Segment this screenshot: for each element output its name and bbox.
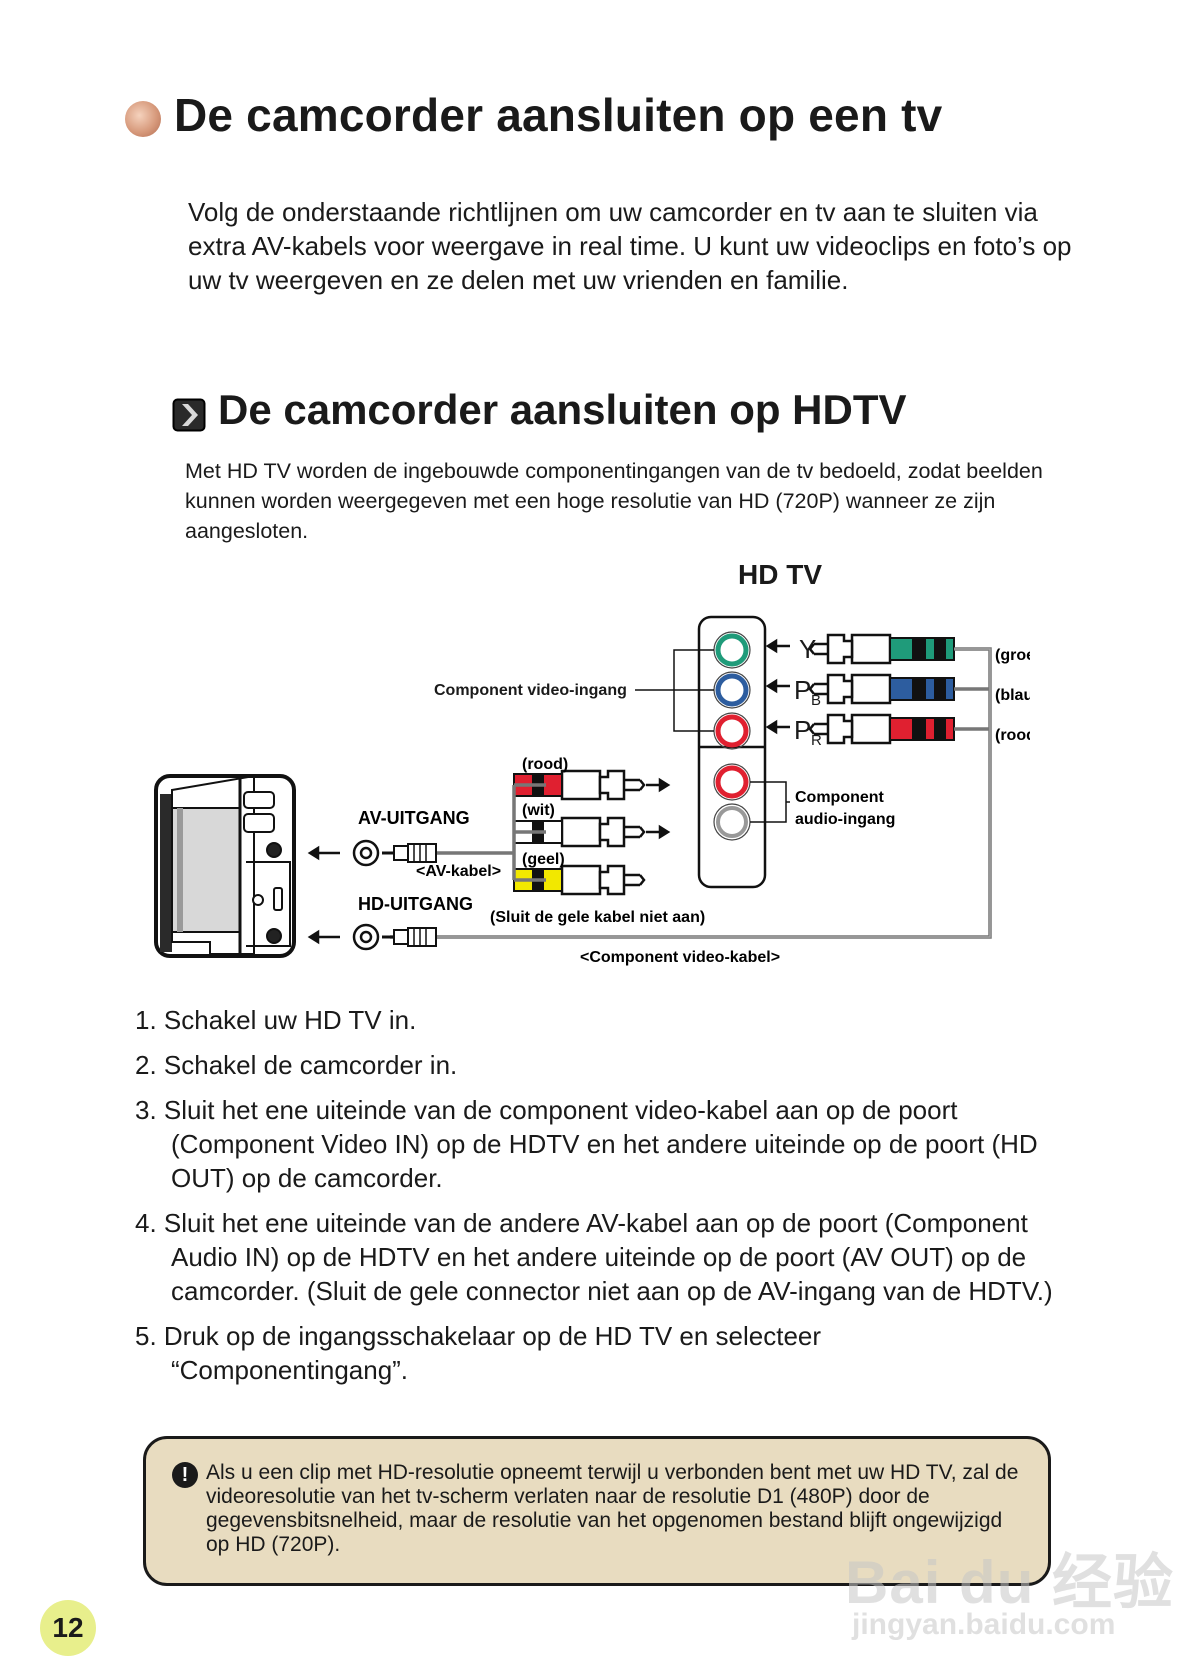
watermark-url: jingyan.baidu.com bbox=[852, 1608, 1116, 1641]
plug-blue bbox=[808, 673, 955, 705]
arrow-right-icon bbox=[646, 777, 671, 840]
component-cable-label: <Component video-kabel> bbox=[580, 949, 780, 966]
list-item: 2. Schakel de camcorder in. bbox=[135, 1050, 458, 1080]
note-box bbox=[143, 1436, 1051, 1586]
page-title: De camcorder aansluiten op een tv bbox=[174, 89, 943, 141]
yellow-label: (geel) bbox=[522, 851, 565, 868]
pb-subscript: B bbox=[811, 692, 821, 709]
list-item: 1. Schakel uw HD TV in. bbox=[135, 1005, 417, 1035]
red-label-right: (rood) bbox=[995, 727, 1030, 744]
component-audio-label-2: audio-ingang bbox=[795, 811, 895, 828]
list-item: 5. Druk op de ingangsschakelaar op de HD… bbox=[135, 1321, 822, 1385]
page-number: 12 bbox=[40, 1600, 96, 1656]
plug-green bbox=[808, 633, 955, 665]
port-audio-white bbox=[716, 806, 748, 838]
connection-diagram: HD TV Component video-ingang Component a… bbox=[154, 562, 1030, 966]
av-cable-label: <AV-kabel> bbox=[416, 863, 501, 880]
blue-label: (blauw) bbox=[995, 687, 1030, 704]
pb-label: P bbox=[794, 675, 811, 705]
exclamation-icon: ! bbox=[172, 1462, 198, 1488]
port-y-green bbox=[715, 633, 749, 667]
heading-bullet-icon bbox=[125, 101, 161, 137]
watermark-logo: Bai du 经验 bbox=[845, 1549, 1175, 1616]
hd-out-label: HD-UITGANG bbox=[358, 894, 473, 914]
green-label: (groen) bbox=[995, 647, 1030, 664]
tv-panel bbox=[697, 615, 767, 889]
chevron-right-icon bbox=[172, 398, 206, 432]
y-label: Y bbox=[799, 634, 816, 664]
av-out-label: AV-UITGANG bbox=[358, 808, 470, 828]
port-audio-red bbox=[715, 765, 749, 799]
note-text: Als u een clip met HD-resolutie opneemt … bbox=[206, 1461, 1019, 1556]
tv-label: HD TV bbox=[738, 562, 822, 590]
component-video-in-label: Component video-ingang bbox=[434, 682, 627, 699]
list-item: 4. Sluit het ene uiteinde van de andere … bbox=[135, 1208, 1053, 1306]
white-label: (wit) bbox=[522, 802, 555, 819]
section-paragraph: Met HD TV worden de ingebouwde component… bbox=[185, 459, 1043, 543]
section-title: De camcorder aansluiten op HDTV bbox=[218, 386, 907, 433]
av-cable-jack bbox=[382, 843, 437, 863]
plug-red-video bbox=[808, 713, 955, 745]
arrow-left-icon bbox=[307, 845, 340, 945]
yellow-warning-label: (Sluit de gele kabel niet aan) bbox=[490, 909, 705, 926]
port-pb-blue bbox=[715, 673, 749, 707]
camcorder-illustration bbox=[154, 774, 296, 958]
steps-list: 1. Schakel uw HD TV in. 2. Schakel de ca… bbox=[135, 1003, 1065, 1398]
red-label-left: (rood) bbox=[522, 756, 568, 773]
list-item: 3. Sluit het ene uiteinde van de compone… bbox=[135, 1095, 1038, 1193]
port-pr-red bbox=[715, 714, 749, 748]
intro-paragraph: Volg de onderstaande richtlijnen om uw c… bbox=[188, 197, 1072, 295]
component-audio-label: Component bbox=[795, 789, 885, 806]
hd-cable-jack bbox=[382, 927, 437, 947]
arrow-left-icon bbox=[765, 638, 790, 735]
pr-subscript: R bbox=[811, 732, 822, 749]
pr-label: P bbox=[794, 715, 811, 745]
